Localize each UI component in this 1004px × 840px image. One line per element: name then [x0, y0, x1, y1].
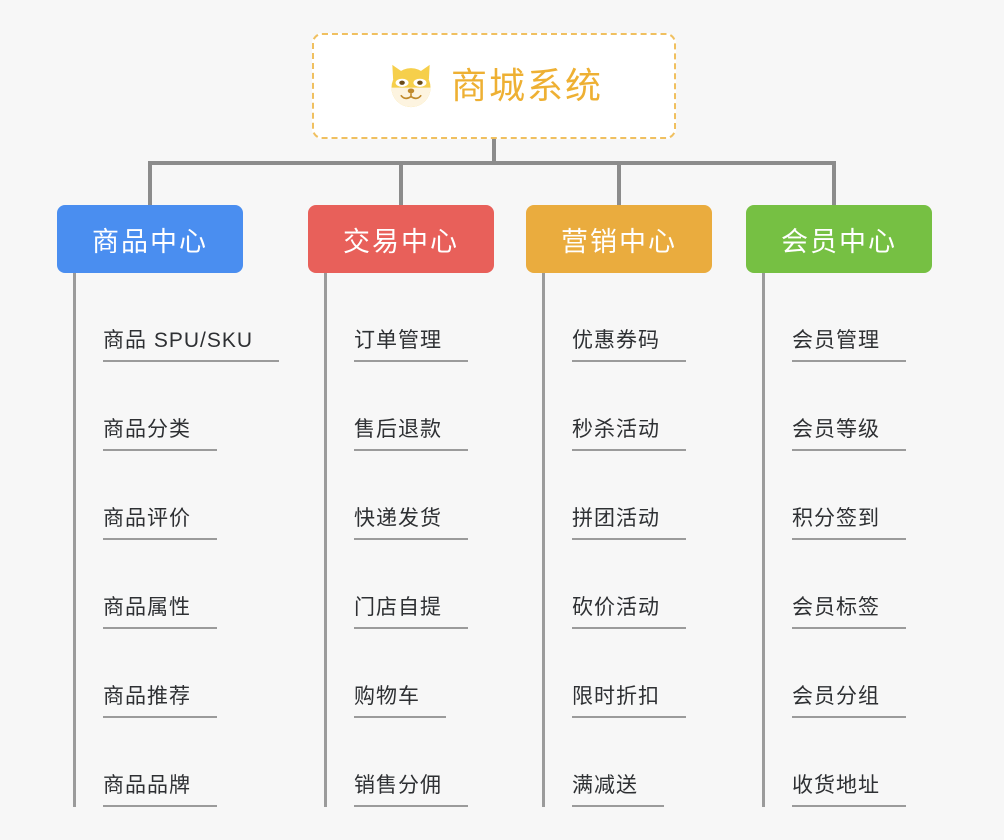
child-label: 商品分类 — [103, 419, 217, 451]
child-label: 商品属性 — [103, 597, 217, 629]
connector-root-vertical — [492, 139, 496, 163]
list-item[interactable]: 会员等级 — [765, 362, 976, 451]
list-item[interactable]: 商品 SPU/SKU — [76, 273, 287, 362]
root-title: 商城系统 — [450, 65, 603, 106]
list-item[interactable]: 快递发货 — [327, 451, 538, 540]
child-label: 满减送 — [572, 775, 664, 807]
list-item[interactable]: 积分签到 — [765, 451, 976, 540]
list-item[interactable]: 销售分佣 — [327, 718, 538, 807]
list-item[interactable]: 商品评价 — [76, 451, 287, 540]
child-label: 订单管理 — [354, 330, 468, 362]
child-label: 售后退款 — [354, 419, 468, 451]
child-label: 快递发货 — [354, 508, 468, 540]
list-item[interactable]: 售后退款 — [327, 362, 538, 451]
child-label: 商品品牌 — [103, 775, 217, 807]
category-box-member[interactable]: 会员中心 — [746, 205, 932, 273]
child-label: 会员管理 — [792, 330, 906, 362]
list-item[interactable]: 商品属性 — [76, 540, 287, 629]
category-column-4: 会员中心 会员管理 会员等级 积分签到 会员标签 会员分组 收货地址 — [746, 205, 976, 807]
child-label: 门店自提 — [354, 597, 468, 629]
shiba-dog-icon — [385, 60, 437, 112]
child-label: 商品 SPU/SKU — [103, 330, 280, 362]
list-item[interactable]: 收货地址 — [765, 718, 976, 807]
list-item[interactable]: 会员分组 — [765, 629, 976, 718]
child-label: 优惠券码 — [572, 330, 686, 362]
root-node[interactable]: 商城系统 — [312, 33, 676, 139]
category-column-3: 营销中心 优惠券码 秒杀活动 拼团活动 砍价活动 限时折扣 满减送 — [526, 205, 756, 807]
list-item[interactable]: 优惠券码 — [545, 273, 756, 362]
list-item[interactable]: 拼团活动 — [545, 451, 756, 540]
category-label: 营销中心 — [561, 226, 677, 257]
category-label: 商品中心 — [92, 226, 208, 257]
child-list-2: 订单管理 售后退款 快递发货 门店自提 购物车 销售分佣 — [324, 273, 538, 807]
list-item[interactable]: 会员管理 — [765, 273, 976, 362]
connector-drop-4 — [832, 161, 836, 205]
child-label: 收货地址 — [792, 775, 906, 807]
list-item[interactable]: 砍价活动 — [545, 540, 756, 629]
category-column-2: 交易中心 订单管理 售后退款 快递发货 门店自提 购物车 销售分佣 — [308, 205, 538, 807]
child-label: 秒杀活动 — [572, 419, 686, 451]
category-label: 交易中心 — [343, 226, 459, 257]
child-list-1: 商品 SPU/SKU 商品分类 商品评价 商品属性 商品推荐 商品品牌 — [73, 273, 287, 807]
connector-drop-3 — [617, 161, 621, 205]
list-item[interactable]: 订单管理 — [327, 273, 538, 362]
child-label: 商品推荐 — [103, 686, 217, 718]
child-label: 砍价活动 — [572, 597, 686, 629]
category-box-trade[interactable]: 交易中心 — [308, 205, 494, 273]
list-item[interactable]: 满减送 — [545, 718, 756, 807]
child-list-4: 会员管理 会员等级 积分签到 会员标签 会员分组 收货地址 — [762, 273, 976, 807]
connector-drop-1 — [148, 161, 152, 205]
child-label: 会员等级 — [792, 419, 906, 451]
list-item[interactable]: 购物车 — [327, 629, 538, 718]
list-item[interactable]: 商品推荐 — [76, 629, 287, 718]
list-item[interactable]: 会员标签 — [765, 540, 976, 629]
category-column-1: 商品中心 商品 SPU/SKU 商品分类 商品评价 商品属性 商品推荐 商品品牌 — [57, 205, 287, 807]
category-box-product[interactable]: 商品中心 — [57, 205, 243, 273]
list-item[interactable]: 商品品牌 — [76, 718, 287, 807]
list-item[interactable]: 秒杀活动 — [545, 362, 756, 451]
list-item[interactable]: 商品分类 — [76, 362, 287, 451]
list-item[interactable]: 限时折扣 — [545, 629, 756, 718]
child-label: 购物车 — [354, 686, 446, 718]
child-list-3: 优惠券码 秒杀活动 拼团活动 砍价活动 限时折扣 满减送 — [542, 273, 756, 807]
child-label: 销售分佣 — [354, 775, 468, 807]
child-label: 积分签到 — [792, 508, 906, 540]
category-label: 会员中心 — [781, 226, 897, 257]
child-label: 限时折扣 — [572, 686, 686, 718]
connector-horizontal-bus — [148, 161, 836, 165]
child-label: 会员标签 — [792, 597, 906, 629]
list-item[interactable]: 门店自提 — [327, 540, 538, 629]
child-label: 会员分组 — [792, 686, 906, 718]
category-box-marketing[interactable]: 营销中心 — [526, 205, 712, 273]
connector-drop-2 — [399, 161, 403, 205]
child-label: 商品评价 — [103, 508, 217, 540]
child-label: 拼团活动 — [572, 508, 686, 540]
